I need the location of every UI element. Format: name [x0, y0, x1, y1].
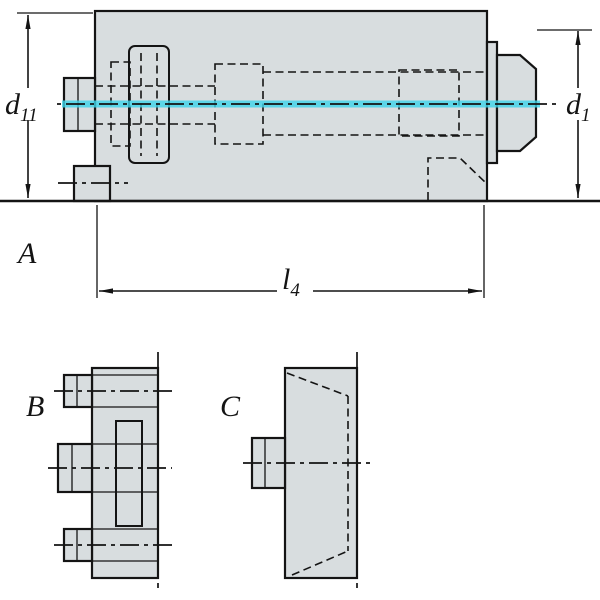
view-a-label: A [16, 237, 37, 270]
hidden-corner-step-dashed [427, 157, 488, 200]
dim-d1-label: d1 [566, 88, 591, 126]
label-mask-d1 [560, 88, 600, 120]
dim-d11-label: d11 [5, 88, 38, 126]
view-c-hidden-details [286, 372, 349, 576]
view-c-body [283, 366, 359, 580]
view-b-label: B [26, 390, 44, 423]
view-b-slot [115, 420, 143, 527]
view-c-label: C [220, 390, 241, 423]
view-c-hidden-top-dashed [286, 372, 349, 397]
label-mask-d11 [2, 88, 52, 120]
view-b: B [26, 352, 172, 588]
dimension-l4: l4 [96, 205, 485, 301]
dim-l4-label: l4 [282, 263, 300, 301]
dimension-d1: d1 [537, 29, 600, 198]
view-c: C [220, 352, 371, 588]
label-mask-l4 [277, 265, 313, 295]
view-c-hidden-bottom-dashed [291, 550, 349, 576]
view-a: d11 d1 l4 A [0, 9, 600, 301]
dimension-d11: d11 [2, 12, 93, 198]
view-b-body [90, 366, 160, 580]
